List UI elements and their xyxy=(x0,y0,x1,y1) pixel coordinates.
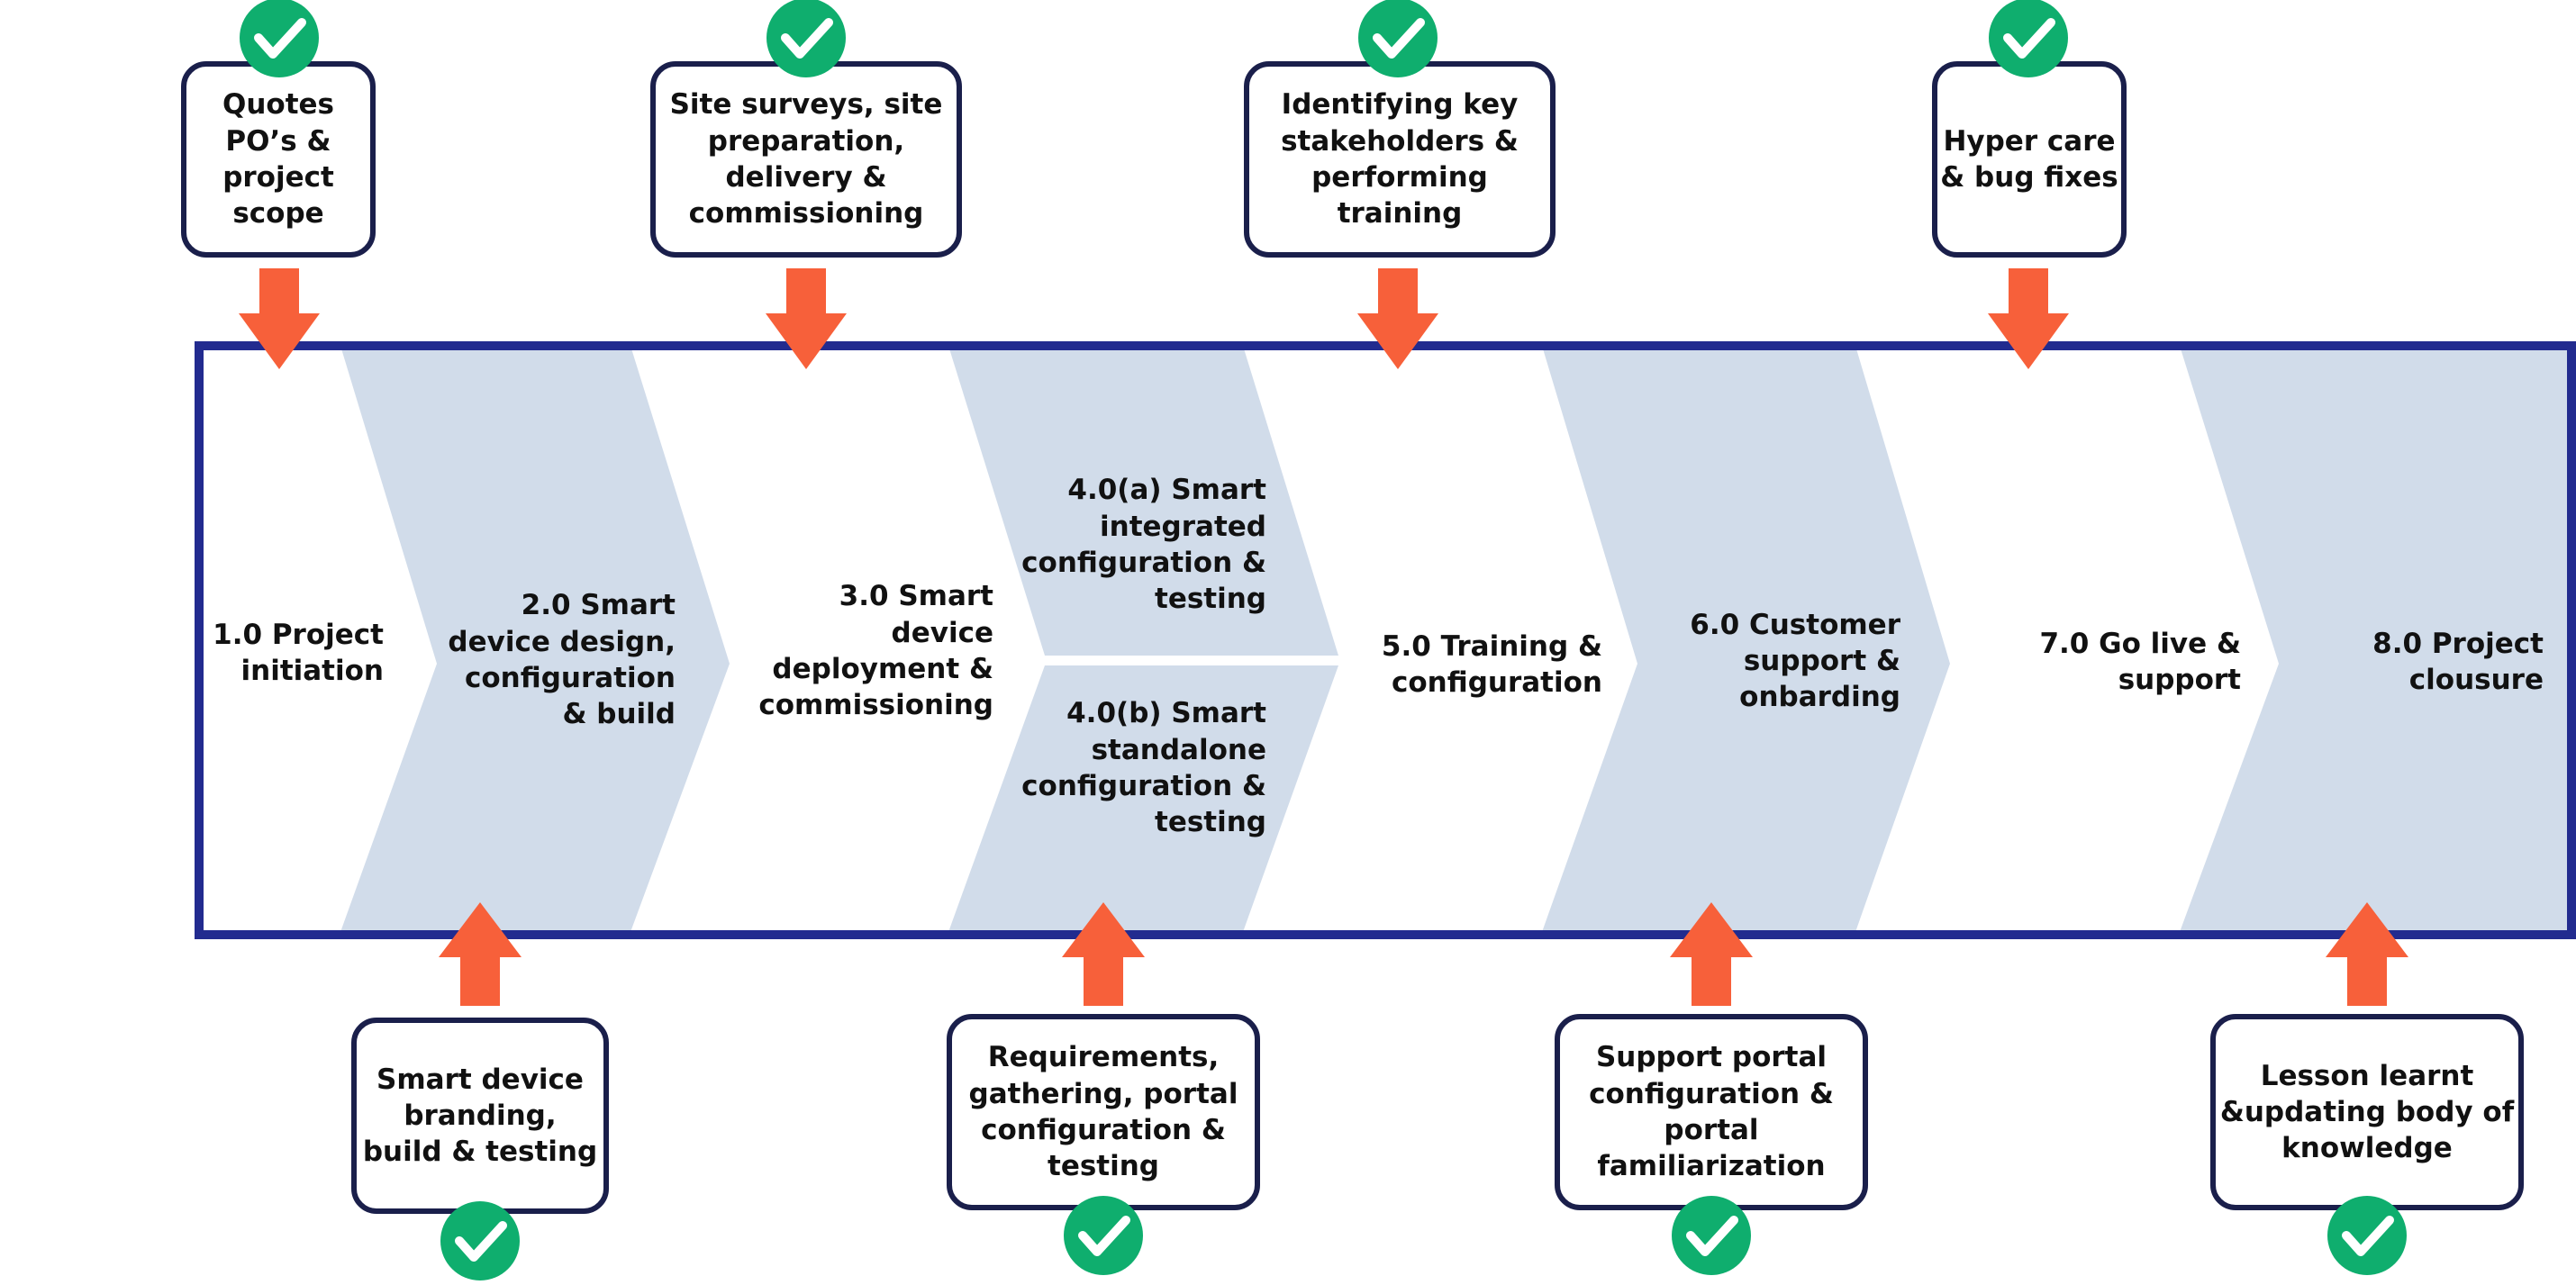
arrow-down-icon xyxy=(1357,268,1438,369)
stage-3-label-line: device xyxy=(891,616,993,649)
stage-4b-label-line: standalone xyxy=(1091,733,1266,766)
stage-6-label-line: support & xyxy=(1743,644,1900,677)
bottom-task-box-line: Smart device xyxy=(376,1063,584,1096)
stage-7-label-line: support xyxy=(2118,664,2241,696)
bottom-task-box: Requirements,gathering, portal configurat… xyxy=(947,1014,1260,1210)
stage-4b-label-line: configuration & xyxy=(1021,770,1266,802)
bottom-task-box-line: configuration & xyxy=(981,1114,1226,1146)
top-task-box-line: PO’s & xyxy=(225,124,331,158)
stage-4a-label-line: testing xyxy=(1155,583,1266,616)
stage-2-label-line: device design, xyxy=(448,625,676,658)
arrow-up-icon xyxy=(1062,902,1145,1006)
top-task-box-line: Site surveys, site xyxy=(669,88,943,122)
bottom-task-box-line: gathering, portal xyxy=(968,1077,1238,1110)
stage-3-label-line: deployment & xyxy=(772,653,993,685)
stage-7-label: 7.0 Go live & support xyxy=(1982,621,2241,702)
bottom-task-box-line: &updating body of xyxy=(2219,1095,2515,1128)
top-task-box-line: commissioning xyxy=(688,197,924,231)
bottom-task-box-line: configuration & xyxy=(1589,1077,1834,1110)
stage-6-label-line: 6.0 Customer xyxy=(1690,608,1900,641)
stage-3-label-line: commissioning xyxy=(758,689,993,722)
bottom-task-box-line: Requirements, xyxy=(987,1041,1220,1074)
top-task-box-line: preparation, xyxy=(707,124,905,158)
top-task-box-line: stakeholders & xyxy=(1281,124,1519,158)
stage-8-label: 8.0 Project clousure xyxy=(2306,621,2544,702)
stage-1-label: 1.0 Project initiation xyxy=(205,612,384,693)
stage-5-label-line: configuration xyxy=(1392,666,1602,699)
top-task-box-line: Quotes xyxy=(222,88,334,122)
stage-4b-label-line: 4.0(b) Smart xyxy=(1066,697,1266,730)
stage-4a-label-line: integrated xyxy=(1100,510,1266,543)
bottom-task-box-line: testing xyxy=(1048,1150,1159,1183)
top-task-box-line: scope xyxy=(232,197,324,231)
bottom-task-box-line: branding, xyxy=(404,1099,557,1132)
bottom-task-box-line: portal xyxy=(1664,1114,1759,1146)
top-task-box-line: Hyper care xyxy=(1943,124,2116,158)
bottom-task-box-line: familiarization xyxy=(1597,1150,1826,1183)
top-task-box-line: performing xyxy=(1311,161,1488,194)
stage-4b-label-line: testing xyxy=(1155,806,1266,839)
stage-4a-label-line: 4.0(a) Smart xyxy=(1067,474,1266,507)
arrow-up-icon xyxy=(2326,902,2408,1006)
arrow-up-icon xyxy=(439,902,522,1006)
top-task-box: Hyper care& bug fixes xyxy=(1932,61,2127,258)
stage-1-label-line: 1.0 Project xyxy=(213,618,384,651)
top-task-box-line: & bug fixes xyxy=(1940,161,2118,194)
arrow-down-icon xyxy=(766,268,847,369)
bottom-task-box-line: knowledge xyxy=(2281,1132,2453,1165)
bottom-task-box-line: Lesson learnt xyxy=(2260,1059,2474,1092)
chevron-stage-4b xyxy=(948,665,1338,932)
stage-2-label-line: & build xyxy=(562,698,676,731)
bottom-task-box-line: build & testing xyxy=(362,1136,598,1169)
bottom-task-box: Lesson learnt&updating body of knowledge xyxy=(2210,1014,2524,1210)
chevron-stage-6 xyxy=(1542,346,1950,932)
stage-8-label-line: 8.0 Project xyxy=(2372,627,2544,660)
stage-3-label-line: 3.0 Smart xyxy=(839,580,993,613)
bottom-task-box-line: Support portal xyxy=(1595,1041,1828,1074)
top-task-box-line: delivery & xyxy=(725,161,887,194)
stage-2-label-line: configuration xyxy=(465,662,676,694)
chevron-stage-4a xyxy=(948,346,1338,656)
top-task-box-line: Identifying key xyxy=(1281,88,1519,122)
stage-8-label-line: clousure xyxy=(2408,664,2544,696)
top-task-box-line: project xyxy=(222,161,334,194)
chevron-stage-8 xyxy=(2180,346,2571,932)
stage-2-label-line: 2.0 Smart xyxy=(521,589,676,622)
chevron-stage-2 xyxy=(340,346,730,932)
stage-1-label-line: initiation xyxy=(240,655,385,687)
arrow-down-icon xyxy=(239,268,320,369)
stage-4a-label-line: configuration & xyxy=(1021,547,1266,579)
arrow-down-icon xyxy=(1988,268,2069,369)
stage-5-label-line: 5.0 Training & xyxy=(1381,629,1602,663)
stage-5-label: 5.0 Training &configuration xyxy=(1351,624,1602,705)
arrow-up-icon xyxy=(1670,902,1753,1006)
stage-6-label-line: onbarding xyxy=(1739,681,1900,714)
top-task-box-line: training xyxy=(1337,197,1463,231)
stage-7-label-line: 7.0 Go live & xyxy=(2039,627,2241,660)
